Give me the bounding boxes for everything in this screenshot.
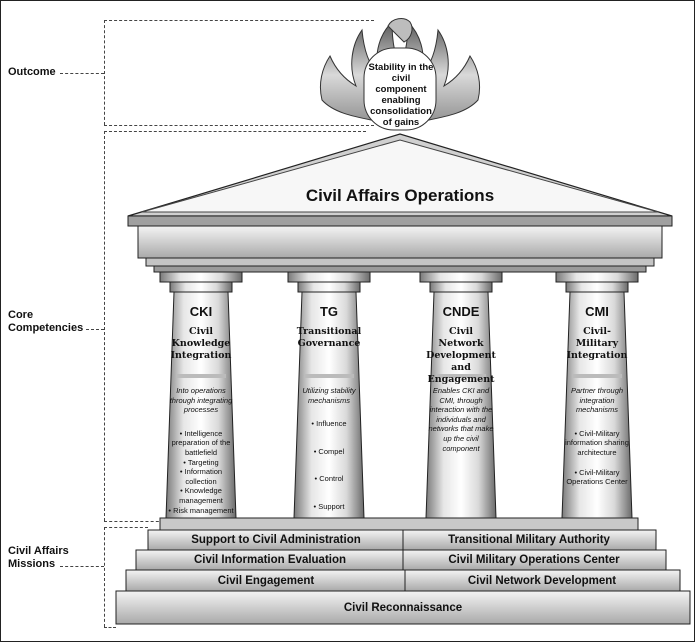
pillar-tg-body: Utilizing stability mechanisms • Influen… [294,386,364,512]
pillar-tg-name: Transitional Governance [296,326,362,349]
pillar-tg-item: • Control [314,474,344,484]
pillar-cmi-body: Partner through integration mechanisms •… [564,386,630,487]
mission-transitional-military-authority: Transitional Military Authority [448,534,610,546]
pillar-cmi-name: Civil-Military Integration [566,326,628,361]
pillar-tg-item: • Compel [313,446,345,456]
mission-civil-reconnaissance: Civil Reconnaissance [343,602,463,614]
outcome-bracket-bottom [104,125,374,126]
pillar-cki-item: • Targeting [183,457,219,467]
pillar-tg-intro: Utilizing stability mechanisms [302,386,356,405]
mission-support-to-civil-administration: Support to Civil Administration [191,534,361,546]
pillar-tg-abbr: TG [319,304,339,319]
pillar-cnde-body: Enables CKI and CMI, through interaction… [428,386,494,453]
civil-affairs-missions-label: Civil Affairs Missions [8,545,69,570]
outcome-leader [60,73,104,74]
outcome-bracket-top [104,20,374,21]
core-bracket [104,131,105,521]
pillar-cki-item: • Information collection [179,467,223,486]
pillar-cmi-item: • Civil-Military Operations Center [566,467,628,487]
pillar-cmi-item: • Civil-Military information sharing arc… [565,428,629,457]
mission-civil-military-operations-center: Civil Military Operations Center [448,554,620,566]
pillar-tg-item: • Influence [311,419,347,429]
pillar-cki-body: Into operations through integrating proc… [166,386,236,515]
core-competencies-label: Core Competencies [8,309,84,334]
missions-bracket-bottom [104,627,116,628]
pillar-cki-item: • Risk management [168,505,234,515]
missions-bracket-top [104,527,148,528]
pillar-cki-item: • Intelligence preparation of the battle… [171,428,231,457]
pillar-cki-abbr: CKI [189,304,213,319]
missions-bracket [104,527,105,627]
missions-leader [60,566,104,567]
outcome-bracket [104,20,105,125]
pillar-cki-name: Civil Knowledge Integration [170,326,232,361]
pillar-cnde-name: Civil Network Development and Engagement [426,326,496,385]
pillar-tg-item: • Support [313,501,345,511]
pillar-cnde-intro: Enables CKI and CMI, through interaction… [428,386,494,453]
mission-civil-network-development: Civil Network Development [467,575,617,587]
pillar-cnde-abbr: CNDE [442,304,480,319]
core-bracket-bottom [104,521,164,522]
pillar-cki-intro: Into operations through integrating proc… [169,386,233,415]
mission-civil-information-evaluation: Civil Information Evaluation [193,554,347,566]
mission-civil-engagement: Civil Engagement [217,575,315,587]
column-cmi [555,271,639,519]
eagle-wings-icon [319,18,481,131]
pillar-cki-item: • Knowledge management [179,486,223,505]
outcome-label: Outcome [8,66,56,78]
core-competencies-leader [86,329,104,330]
pillar-cmi-intro: Partner through integration mechanisms [570,386,624,415]
column-cki [159,271,243,519]
outcome-text: Stability in the civil component enablin… [368,62,434,128]
core-bracket-top [104,131,366,132]
pillar-cmi-abbr: CMI [585,304,609,319]
diagram-title: Civil Affairs Operations [305,186,495,205]
